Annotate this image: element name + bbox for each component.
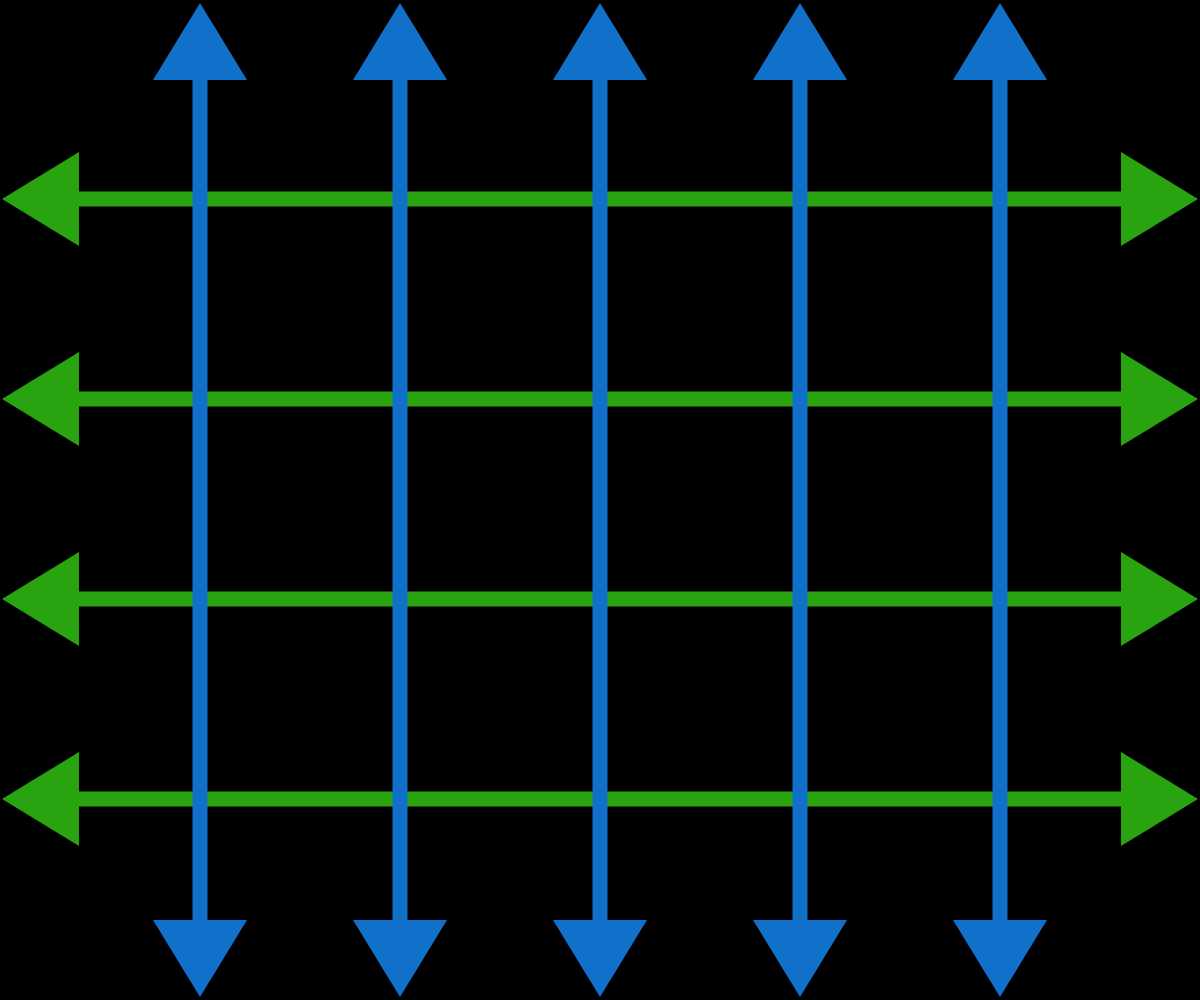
vertical-arrow-col2 — [353, 3, 447, 997]
vertical-arrow-col4 — [753, 3, 847, 997]
vertical-arrow-col5 — [953, 3, 1047, 997]
vertical-arrow-col1 — [153, 3, 247, 997]
vertical-arrow-col3 — [553, 3, 647, 997]
